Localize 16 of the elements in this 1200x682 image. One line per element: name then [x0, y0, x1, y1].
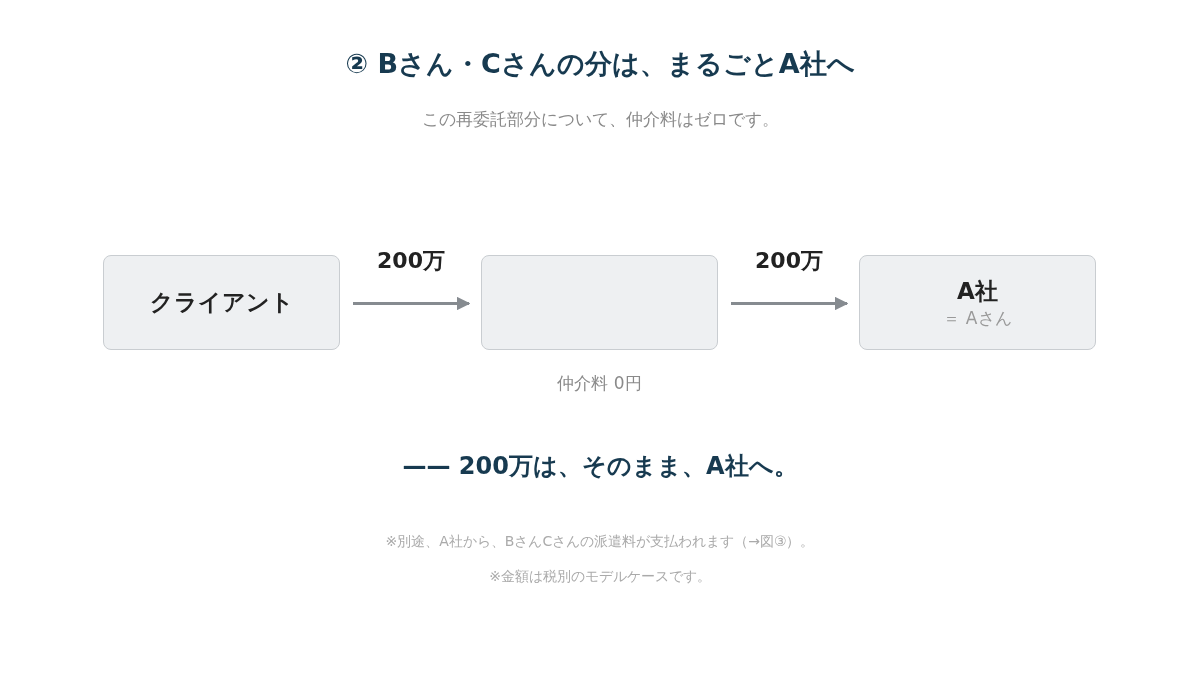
process-box [481, 255, 718, 350]
subtitle: この再委託部分について、仲介料はゼロです。 [421, 109, 779, 129]
edge-label: 200万 [377, 247, 445, 273]
process-box [103, 255, 340, 350]
arrow [731, 296, 849, 311]
footnote: ※金額は税別のモデルケースです。 [489, 568, 711, 584]
arrow [353, 296, 471, 311]
edge-label: 200万 [755, 247, 823, 273]
node-label: A社 [957, 276, 998, 306]
process-box [859, 255, 1096, 350]
node-sublabel: ＝ Aさん [943, 306, 1012, 330]
footnote: ※別途、A社から、BさんCさんの派遣料が支払われます（→図③）。 [385, 533, 815, 549]
fee-note: 仲介料 0円 [557, 373, 642, 393]
summary-text: —— 200万は、そのまま、A社へ。 [402, 452, 798, 480]
node-label: クライアント [149, 288, 294, 317]
title: ② Bさん・Cさんの分は、まるごとA社へ [345, 48, 855, 79]
